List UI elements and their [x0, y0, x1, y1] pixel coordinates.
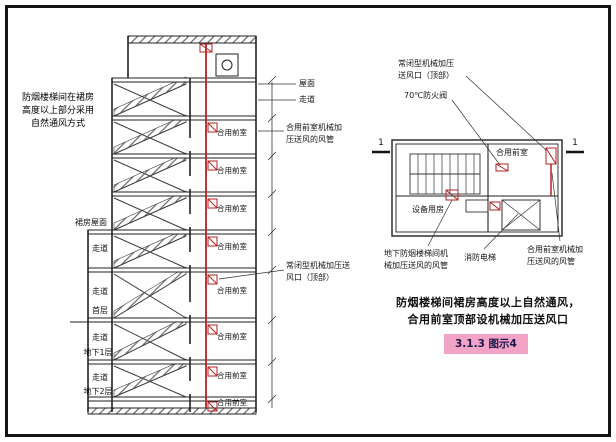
figure-tag: 3.1.3 图示4	[444, 334, 528, 354]
section-door-openings	[187, 138, 193, 394]
note-line: 自然通风方式	[30, 119, 85, 129]
roof-label: 屋面	[299, 79, 315, 88]
natural-ventilation-note: 防烟楼梯间在裙房 高度以上部分采用 自然通风方式	[10, 92, 106, 131]
caption-line-1: 防烟楼梯间裙房高度以上自然通风，	[396, 296, 580, 309]
section-mark-1-left: 1	[378, 138, 384, 148]
outlet-note-line: 风口（顶部）	[286, 273, 334, 282]
plan-elevator-shaft	[501, 199, 541, 231]
plan-red-duct-elements	[445, 147, 557, 211]
floor-label-first-floor: 首层	[92, 306, 108, 315]
fire-elevator-label: 消防电梯	[464, 253, 496, 262]
duct-note-line: 压送风的风管	[286, 135, 334, 144]
rooftop-intake	[199, 43, 213, 53]
room-label-shared-lobby: 合用前室	[217, 204, 247, 213]
floor-label-corridor: 走道	[92, 287, 108, 296]
stair-duct-note-line: 械加压送风的风管	[384, 261, 448, 270]
plan-leader-lines	[427, 75, 561, 250]
pressure-duct-and-outlets	[199, 43, 218, 412]
room-label-shared-lobby: 合用前室	[217, 128, 247, 137]
section-mark-1-right: 1	[572, 138, 578, 148]
room-label-shared-lobby: 合用前室	[217, 286, 247, 295]
room-label-shared-lobby: 合用前室	[217, 371, 247, 380]
note-line: 防烟楼梯间在裙房	[21, 93, 94, 103]
stair-duct-note-line: 地下防烟楼梯间机	[384, 249, 448, 258]
section-stair-flights	[113, 76, 187, 398]
floor-label-corridor: 走道	[92, 333, 108, 342]
plan-walls	[391, 139, 563, 237]
plan-fan-unit	[465, 199, 489, 213]
podium-roof-label: 裙房屋面	[75, 218, 107, 227]
room-label-shared-lobby: 合用前室	[217, 166, 247, 175]
plan-outlet-note-line: 常闭型机械加压	[398, 59, 454, 68]
air-outlets	[207, 122, 218, 412]
plan-view-linework	[372, 75, 584, 250]
floor-label-basement2: 地下2层	[83, 387, 113, 396]
plan-fire-damper	[495, 163, 509, 172]
section-dimension-line	[267, 75, 277, 408]
lobby-duct-note-line: 合用前室机械加	[527, 245, 583, 254]
floor-label-corridor: 走道	[92, 373, 108, 382]
duct-note-line: 合用前室机械加	[286, 123, 342, 132]
room-label-shared-lobby: 合用前室	[217, 332, 247, 341]
equipment-room-label: 设备用房	[412, 205, 444, 214]
floor-label-corridor: 走道	[92, 244, 108, 253]
fire-damper-note: 70℃防火阀	[404, 91, 448, 100]
room-label-shared-lobby: 合用前室	[217, 398, 247, 407]
note-line: 高度以上部分采用	[21, 106, 94, 116]
caption-line-2: 合用前室顶部设机械加压送风口	[407, 313, 569, 326]
plan-staircase	[409, 153, 481, 195]
outlet-note-line: 常闭型机械加压送	[286, 261, 350, 270]
room-label-shared-lobby: 合用前室	[217, 242, 247, 251]
lobby-duct-note-line: 压送风的风管	[527, 257, 575, 266]
page-border	[5, 5, 611, 437]
section-leader-lines	[218, 83, 296, 280]
plan-outlet-note-line: 送风口（顶部）	[398, 71, 454, 80]
section-view-linework	[70, 35, 296, 415]
floor-label-basement1: 地下1层	[83, 348, 113, 357]
lobby-label: 合用前室	[496, 148, 528, 157]
rooftop-fan-unit	[215, 53, 239, 77]
corridor-label: 走道	[299, 95, 315, 104]
